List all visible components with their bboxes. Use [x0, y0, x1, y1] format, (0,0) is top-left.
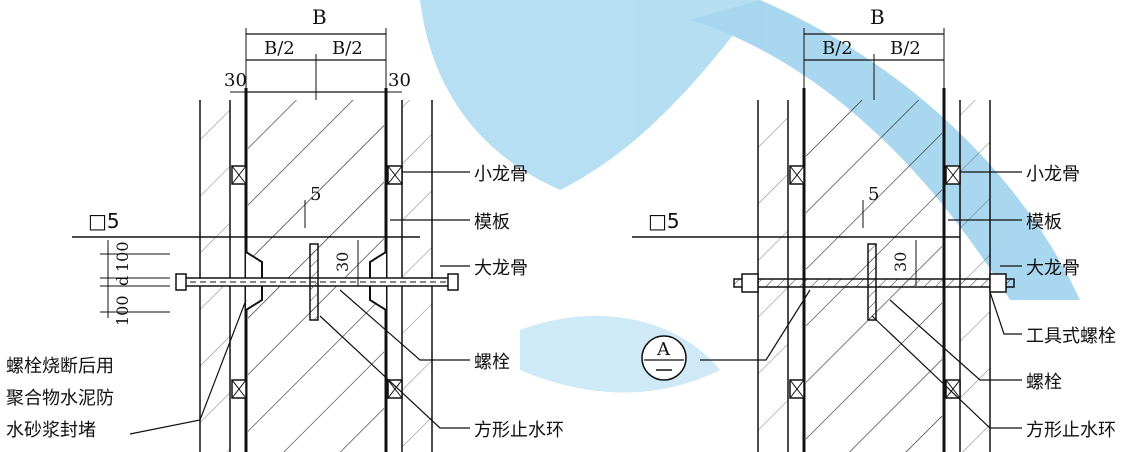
right-box-5: □5 — [648, 209, 680, 233]
left-note-line1: 螺栓烧断后用 — [6, 356, 114, 377]
right-dim-30-mid: 30 — [891, 252, 910, 272]
left-note-line2: 聚合物水泥防 — [6, 388, 114, 409]
section-mark-label: A — [656, 339, 671, 360]
right-dim-half-r: B/2 — [890, 38, 921, 59]
right-dim-b: B — [870, 5, 885, 29]
left-label-waterstop: 方形止水环 — [474, 420, 564, 441]
left-label-formwork: 模板 — [474, 212, 510, 233]
left-waterstop-ring — [309, 243, 319, 321]
left-dim-100-top: 100 — [113, 241, 132, 272]
left-label-bolt: 螺栓 — [474, 352, 510, 373]
left-detail — [72, 28, 470, 452]
left-dim-half-l: B/2 — [264, 38, 295, 59]
left-dim-30-r: 30 — [388, 70, 411, 91]
right-label-tool-bolt: 工具式螺栓 — [1026, 326, 1116, 347]
right-label-bolt: 螺栓 — [1026, 372, 1062, 393]
left-dim-b: B — [312, 5, 327, 29]
right-small-joist-icons — [789, 165, 961, 399]
left-dim-d: d — [113, 276, 132, 286]
section-mark-circle — [641, 335, 687, 381]
left-box-5: □5 — [88, 209, 120, 233]
left-label-small-joist: 小龙骨 — [474, 164, 528, 185]
left-label-big-joist: 大龙骨 — [474, 258, 528, 279]
right-label-big-joist: 大龙骨 — [1026, 258, 1080, 279]
left-small-joist-icons — [231, 165, 403, 399]
left-dim-30-l: 30 — [224, 70, 247, 91]
right-detail — [632, 28, 1022, 452]
left-dim-5: 5 — [310, 184, 321, 205]
right-label-formwork: 模板 — [1026, 212, 1062, 233]
left-note-line3: 水砂浆封堵 — [6, 420, 96, 441]
left-dim-30-mid: 30 — [333, 252, 352, 272]
left-dim-half-r: B/2 — [332, 38, 363, 59]
right-dim-5: 5 — [868, 184, 879, 205]
right-label-waterstop: 方形止水环 — [1026, 420, 1116, 441]
right-dim-half-l: B/2 — [822, 38, 853, 59]
left-dim-100-bot: 100 — [113, 295, 132, 326]
right-waterstop-ring — [867, 243, 877, 321]
right-label-small-joist: 小龙骨 — [1026, 164, 1080, 185]
